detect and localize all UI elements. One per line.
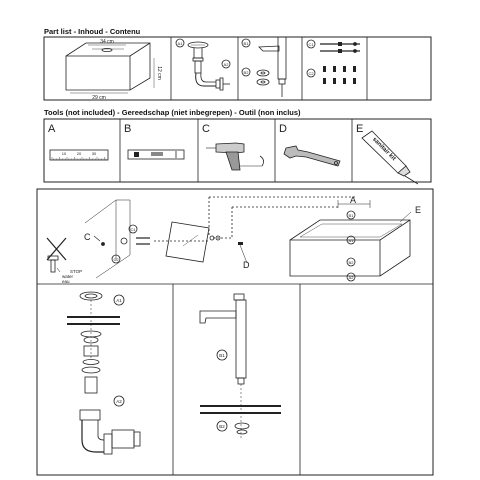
faucet-b1-label: B1 — [219, 353, 225, 358]
faucet-install-view — [199, 293, 281, 440]
tools-table — [43, 118, 432, 183]
ruler-icon — [49, 149, 109, 161]
installation-frame — [36, 188, 434, 476]
sealant-tube-icon — [361, 130, 419, 185]
basin-length-label: 29 cm — [92, 95, 106, 101]
part-b2-label: B2 — [244, 70, 250, 75]
ruler-tick-10: 10 — [62, 151, 67, 156]
mounted-basin — [289, 200, 412, 282]
basin-a1-label: A1 — [349, 238, 355, 243]
drain-set-drawing — [175, 38, 231, 91]
part-a2-label: A2 — [224, 62, 230, 67]
part-c1-label: C1 — [308, 42, 314, 47]
spirit-level-icon — [127, 149, 185, 160]
water-text: water — [62, 274, 74, 279]
drill-icon — [206, 142, 264, 171]
tool-c-letter: C — [202, 123, 210, 135]
wall-mount-scene — [46, 196, 355, 279]
install-label-e: E — [415, 205, 421, 215]
install-c2-label: C2 — [113, 257, 119, 262]
parts-table — [43, 36, 432, 101]
ruler-tick-20: 20 — [77, 151, 82, 156]
basin-a2-label: A2 — [349, 275, 355, 280]
tool-a-letter: A — [48, 123, 56, 135]
tool-b-letter: B — [124, 123, 131, 135]
install-label-d: D — [243, 260, 250, 270]
part-b1-label: B1 — [244, 41, 250, 46]
basin-width-label: 34 cm — [100, 39, 114, 45]
faucet-b2-label: B2 — [219, 424, 225, 429]
tool-d-letter: D — [279, 123, 287, 135]
tools-heading: Tools (not included) - Gereedschap (niet… — [44, 108, 301, 117]
drain-a2-label: A2 — [116, 399, 122, 404]
basin-b2-label: B2 — [349, 260, 355, 265]
basin-height-label: 12 cm — [156, 66, 162, 80]
drain-a1-label: A1 — [116, 298, 122, 303]
tool-e-letter: E — [356, 123, 363, 135]
faucet-drawing — [241, 36, 287, 97]
basin-drawing — [65, 42, 155, 94]
install-label-c: C — [84, 232, 91, 242]
parts-heading: Part list - Inhoud - Contenu — [44, 27, 141, 36]
ruler-tick-30: 30 — [92, 151, 97, 156]
sealant-label: sanitair kit — [371, 137, 396, 162]
eau-text: eau — [62, 279, 70, 284]
install-c1-label: C1 — [130, 227, 136, 232]
basin-b1-label: B1 — [349, 213, 355, 218]
part-a1-label: A1 — [178, 41, 184, 46]
stop-text: STOP — [70, 269, 82, 274]
fixings-drawing — [306, 39, 360, 84]
part-c2-label: C2 — [308, 71, 314, 76]
adjustable-wrench-icon — [283, 145, 341, 167]
install-label-a: A — [350, 195, 356, 205]
drain-exploded-view — [67, 291, 141, 455]
